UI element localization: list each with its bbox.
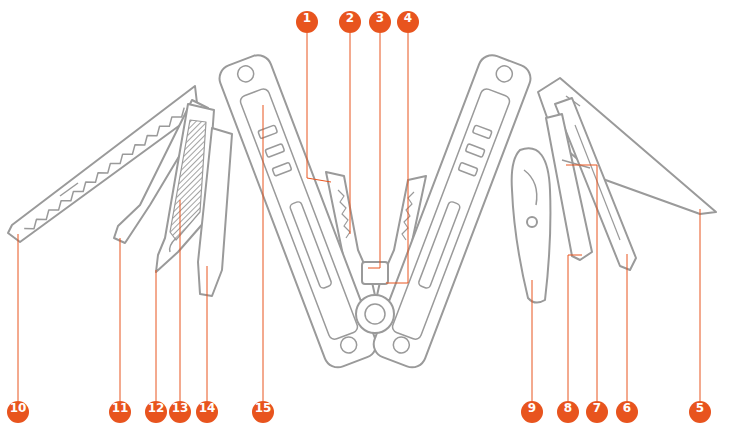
leader-line [700,209,701,401]
left-handle [272,162,292,176]
leader-line [568,255,582,401]
right-handle [418,201,461,289]
right-handle [472,125,492,139]
right-handle [494,64,515,85]
screwdriver [546,114,592,260]
leader-line [180,200,181,401]
callout-circle [252,401,274,423]
callout-circle [369,11,391,33]
leader-line [532,280,533,401]
serrated-knife [198,128,232,296]
callout-circle [145,401,167,423]
left-handle [289,201,332,289]
left-handle [215,51,380,371]
leader-line [386,33,408,283]
callout-number: 2 [339,11,361,33]
bottle-opener [170,120,206,240]
leader-line [627,254,628,401]
leader-line [368,33,380,268]
callout-circle [7,401,29,423]
right-handle [370,51,535,371]
callout-number: 11 [109,401,131,423]
callout-circle [169,401,191,423]
pliers-jaws [338,190,350,238]
left-handle [235,64,256,85]
leader-line [18,234,19,401]
callout-number: 12 [145,401,167,423]
screwdriver [546,114,592,260]
callout-number: 9 [521,401,543,423]
right-handle [370,51,535,371]
callout-number: 13 [169,401,191,423]
left-handle [215,51,380,371]
right-handle [465,144,485,158]
callout-circle [296,11,318,33]
callout-circle [7,11,711,423]
pivot [356,295,394,333]
callout-number: 15 [252,401,274,423]
callout-circle [557,401,579,423]
callout-circle [586,401,608,423]
callout-circle [521,401,543,423]
pivot [356,295,394,333]
right-handle [391,335,412,356]
callout-number: 14 [196,401,218,423]
pivot [365,304,385,324]
pliers-jaws [362,262,388,284]
leader-line [18,33,700,401]
callout-number: 1 [296,11,318,33]
pliers-tool [512,148,551,302]
pliers-tool [524,170,537,205]
callout-circle [397,11,419,33]
callout-circle [196,401,218,423]
bottle-opener [170,238,176,252]
tool-outline [8,51,716,371]
leader-line [156,270,157,401]
callout-circle [109,401,131,423]
callout-number: 7 [586,401,608,423]
callout-number: 10 [7,401,29,423]
left-handle [239,87,359,341]
saw-blade [60,183,78,196]
leader-line [120,238,121,401]
callout-circle [689,401,711,423]
leader-line [263,105,264,401]
callout-number: 5 [689,401,711,423]
right-handle [458,162,478,176]
callout-number: 4 [397,11,419,33]
left-handle [265,144,285,158]
leader-line [307,33,331,182]
callout-circle [616,401,638,423]
leader-line [207,266,208,401]
pliers-tool [512,148,551,302]
callout-circle [339,11,361,33]
leader-line [566,165,597,401]
leader-line [350,33,351,234]
left-handle [258,125,278,139]
pliers-tool [527,217,537,227]
callout-number: 3 [369,11,391,33]
callout-number: 8 [557,401,579,423]
screwdriver [562,160,590,168]
left-handle [338,335,359,356]
right-handle [391,87,511,341]
callout-number: 6 [616,401,638,423]
serrated-knife [198,128,232,296]
